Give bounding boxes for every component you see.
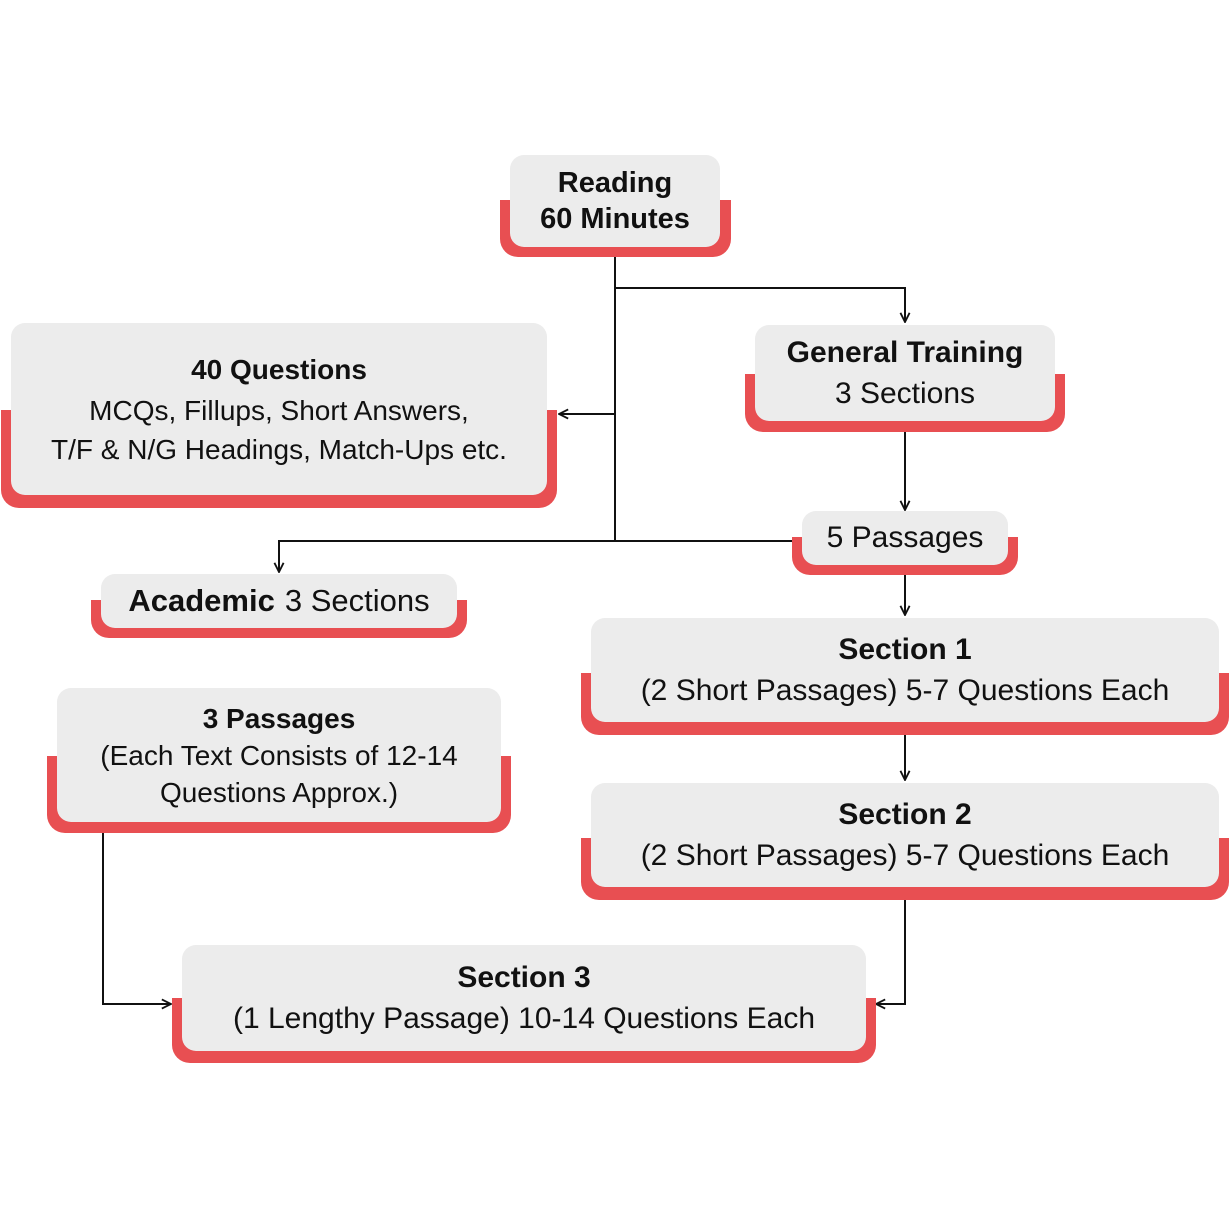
questions-line-2: T/F & N/G Headings, Match-Ups etc.: [51, 433, 507, 465]
academic-title: Academic: [128, 582, 275, 618]
arrow-to-academic: [279, 540, 615, 572]
general-training-sections: 3 Sections: [834, 377, 976, 410]
questions-line-1: MCQs, Fillups, Short Answers,: [89, 394, 469, 426]
section-3-detail: (1 Lengthy Passage) 10-14 Questions Each: [232, 1002, 816, 1035]
section-2-detail: (2 Short Passages) 5-7 Questions Each: [640, 839, 1170, 872]
academic-sections: 3 Sections: [284, 582, 430, 618]
three-passages-node: 3 Passages (Each Text Consists of 12-14 …: [47, 688, 511, 833]
academic-node: Academic 3 Sections: [91, 574, 467, 638]
section-1-node: Section 1 (2 Short Passages) 5-7 Questio…: [581, 618, 1229, 735]
questions-node: 40 Questions MCQs, Fillups, Short Answer…: [1, 323, 557, 508]
reading-duration: 60 Minutes: [540, 203, 690, 235]
section-1-title: Section 1: [838, 632, 972, 666]
five-passages-node: 5 Passages: [792, 511, 1018, 575]
reading-title: Reading: [557, 166, 673, 199]
arrow-three-passages-to-section3: [102, 830, 171, 1004]
arrow-to-general-training: [615, 287, 905, 322]
three-passages-line-1: (Each Text Consists of 12-14: [100, 739, 458, 771]
three-passages-title: 3 Passages: [202, 702, 356, 734]
reading-node: Reading 60 Minutes: [500, 155, 731, 257]
general-training-title: General Training: [786, 335, 1024, 369]
questions-title: 40 Questions: [191, 353, 367, 385]
section-2-title: Section 2: [838, 797, 972, 831]
section-2-node: Section 2 (2 Short Passages) 5-7 Questio…: [581, 783, 1229, 900]
section-3-node: Section 3 (1 Lengthy Passage) 10-14 Ques…: [172, 945, 876, 1063]
five-passages-label: 5 Passages: [826, 521, 984, 555]
general-training-node: General Training 3 Sections: [745, 325, 1065, 432]
arrow-section2-to-section3: [876, 900, 906, 1004]
section-1-detail: (2 Short Passages) 5-7 Questions Each: [640, 674, 1170, 707]
section-3-title: Section 3: [457, 960, 591, 994]
three-passages-line-2: Questions Approx.): [159, 776, 399, 808]
